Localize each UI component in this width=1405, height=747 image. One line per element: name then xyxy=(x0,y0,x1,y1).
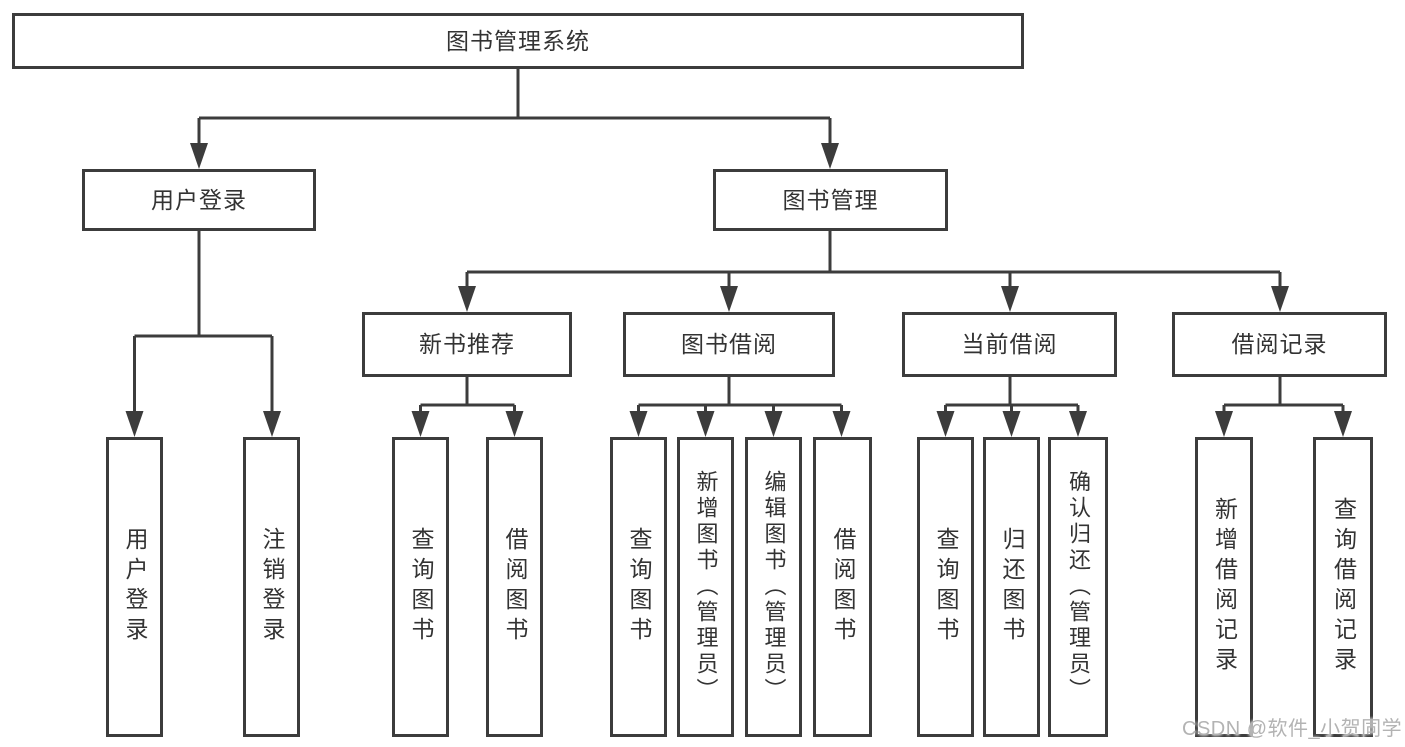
node-label: 新增图书（管理员） xyxy=(693,470,719,704)
leaf-query-books-borrowing: 查询图书 xyxy=(610,437,667,737)
csdn-watermark: CSDN @软件_小贺同学 xyxy=(1182,718,1403,740)
node-label: 确认归还（管理员） xyxy=(1066,470,1091,704)
leaf-query-books-current: 查询图书 xyxy=(917,437,974,737)
node-label: 新书推荐 xyxy=(419,331,515,357)
node-label: 查询借阅记录 xyxy=(1330,497,1357,677)
leaf-user-login: 用户登录 xyxy=(106,437,163,737)
node-label: 借阅图书 xyxy=(502,527,528,647)
leaf-borrow-books: 借阅图书 xyxy=(813,437,872,737)
node-label: 图书借阅 xyxy=(681,331,777,357)
node-label: 查询图书 xyxy=(933,527,959,647)
leaf-query-borrow-record: 查询借阅记录 xyxy=(1313,437,1373,737)
leaf-confirm-return-admin: 确认归还（管理员） xyxy=(1048,437,1108,737)
node-label: 图书管理系统 xyxy=(446,27,590,54)
node-label: 注销登录 xyxy=(259,527,285,647)
node-new-book-recommendation: 新书推荐 xyxy=(362,312,572,377)
node-root-system: 图书管理系统 xyxy=(12,13,1024,69)
node-label: 用户登录 xyxy=(151,186,247,213)
node-label: 查询图书 xyxy=(408,527,434,647)
node-label: 查询图书 xyxy=(626,527,652,647)
node-label: 图书管理 xyxy=(782,186,879,213)
leaf-borrow-books-recommendation: 借阅图书 xyxy=(486,437,543,737)
node-label: 归还图书 xyxy=(999,527,1025,647)
node-current-borrowing: 当前借阅 xyxy=(902,312,1117,377)
node-label: 用户登录 xyxy=(122,527,148,647)
node-label: 借阅记录 xyxy=(1231,331,1328,357)
node-user-login-branch: 用户登录 xyxy=(82,169,316,231)
leaf-logout: 注销登录 xyxy=(243,437,300,737)
node-label: 当前借阅 xyxy=(961,331,1058,357)
leaf-add-borrow-record: 新增借阅记录 xyxy=(1195,437,1253,737)
node-label: 编辑图书（管理员） xyxy=(761,470,787,704)
node-borrowing-records: 借阅记录 xyxy=(1172,312,1387,377)
node-book-borrowing: 图书借阅 xyxy=(623,312,835,377)
leaf-edit-books-admin: 编辑图书（管理员） xyxy=(745,437,802,737)
node-label: 新增借阅记录 xyxy=(1211,497,1238,677)
node-book-management-branch: 图书管理 xyxy=(713,169,948,231)
leaf-return-books: 归还图书 xyxy=(983,437,1040,737)
leaf-add-books-admin: 新增图书（管理员） xyxy=(677,437,734,737)
leaf-query-books-recommendation: 查询图书 xyxy=(392,437,449,737)
node-label: 借阅图书 xyxy=(830,527,856,647)
